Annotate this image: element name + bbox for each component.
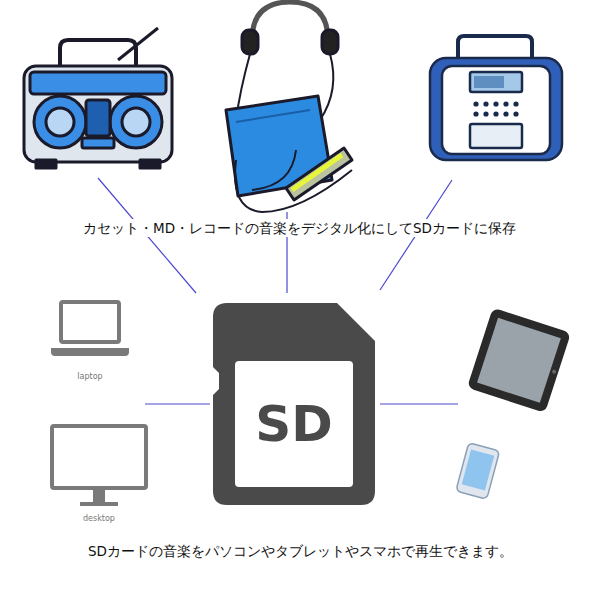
radio-cassette (430, 36, 562, 160)
walkman (226, 2, 352, 212)
tablet (467, 308, 571, 413)
device-label: laptop (45, 372, 135, 382)
device-label: desktop (44, 514, 154, 524)
card-logo: SD (235, 394, 353, 454)
boombox (24, 28, 172, 168)
smartphone (456, 443, 500, 500)
desktop-icon: desktop (44, 420, 154, 530)
caption-text: SDカードの音楽をパソコンやタブレットやスマホで再生できます。 (85, 542, 516, 560)
sd-card: SD (213, 303, 375, 505)
laptop-icon: laptop (45, 296, 135, 388)
desktop-shape (44, 420, 154, 530)
heading-text: カセット・MD・レコードの音楽をデジタル化にしてSDカードに保存 (80, 219, 519, 237)
